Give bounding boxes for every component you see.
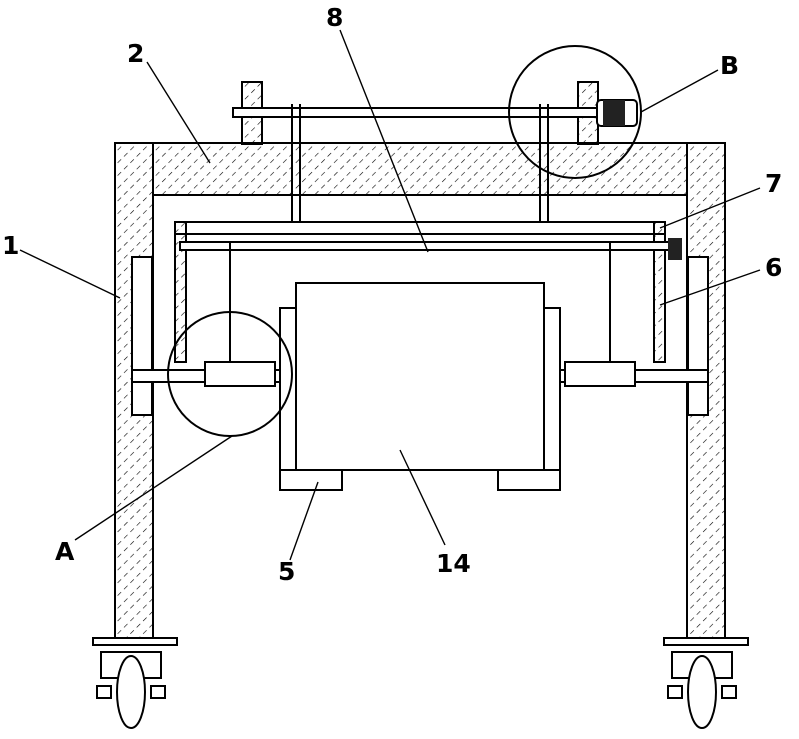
motor-b-core (603, 100, 625, 126)
workpiece-14 (296, 283, 544, 470)
label-a: A (55, 537, 75, 566)
label-14: 14 (436, 549, 471, 578)
label-8: 8 (326, 3, 343, 32)
label-7: 7 (765, 169, 782, 198)
caster-right (664, 638, 748, 728)
nut-right (565, 362, 635, 386)
leader-b (641, 70, 718, 112)
side-plate-right (688, 257, 708, 415)
motor-7 (668, 238, 682, 260)
label-2: 2 (127, 39, 144, 68)
leader-8 (340, 30, 428, 252)
side-plate-left (132, 257, 152, 415)
caster-left (93, 638, 177, 728)
label-1: 1 (2, 231, 19, 260)
clamp-right-foot (498, 470, 560, 490)
label-5: 5 (278, 557, 295, 586)
leader-1 (20, 250, 120, 298)
leader-5 (290, 482, 318, 560)
clamp-left-foot (280, 470, 342, 490)
label-b: B (720, 51, 739, 80)
label-6: 6 (765, 253, 782, 282)
nut-left (205, 362, 275, 386)
